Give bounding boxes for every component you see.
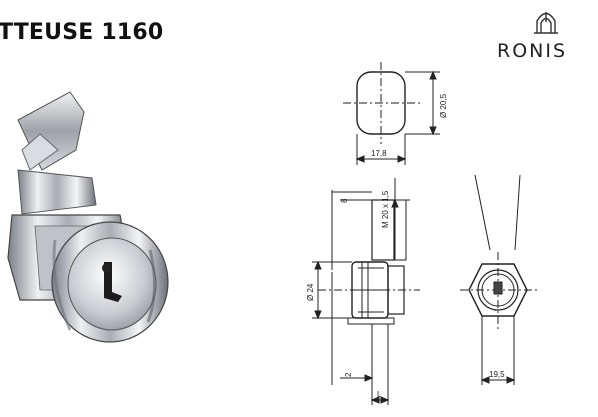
ronis-helmet-logo [534, 12, 558, 34]
dim-top-width: 17,8 [371, 149, 387, 158]
dim-body-diameter: Ø 24 [306, 283, 315, 301]
dim-vertical-a: M 20 x 1,5 [381, 190, 390, 228]
dim-hex-width: 19,5 [489, 370, 505, 379]
side-view [312, 178, 420, 405]
brand-name: RONIS [497, 40, 568, 62]
dim-vertical-b: 8 [340, 198, 349, 203]
dim-bottom-left: 2 [344, 372, 353, 377]
front-view-hex [460, 174, 540, 385]
document-title: TTEUSE 1160 [0, 20, 164, 45]
technical-drawing [312, 62, 540, 405]
dim-top-height: Ø 20,5 [439, 93, 448, 118]
dimension-labels: Ø 20,5 17,8 M 20 x 1,5 8 Ø 24 2 19,5 L [306, 93, 505, 399]
lock-photo [7, 91, 169, 343]
top-view-profile [343, 62, 440, 165]
dim-bottom-offset: L [377, 390, 382, 399]
